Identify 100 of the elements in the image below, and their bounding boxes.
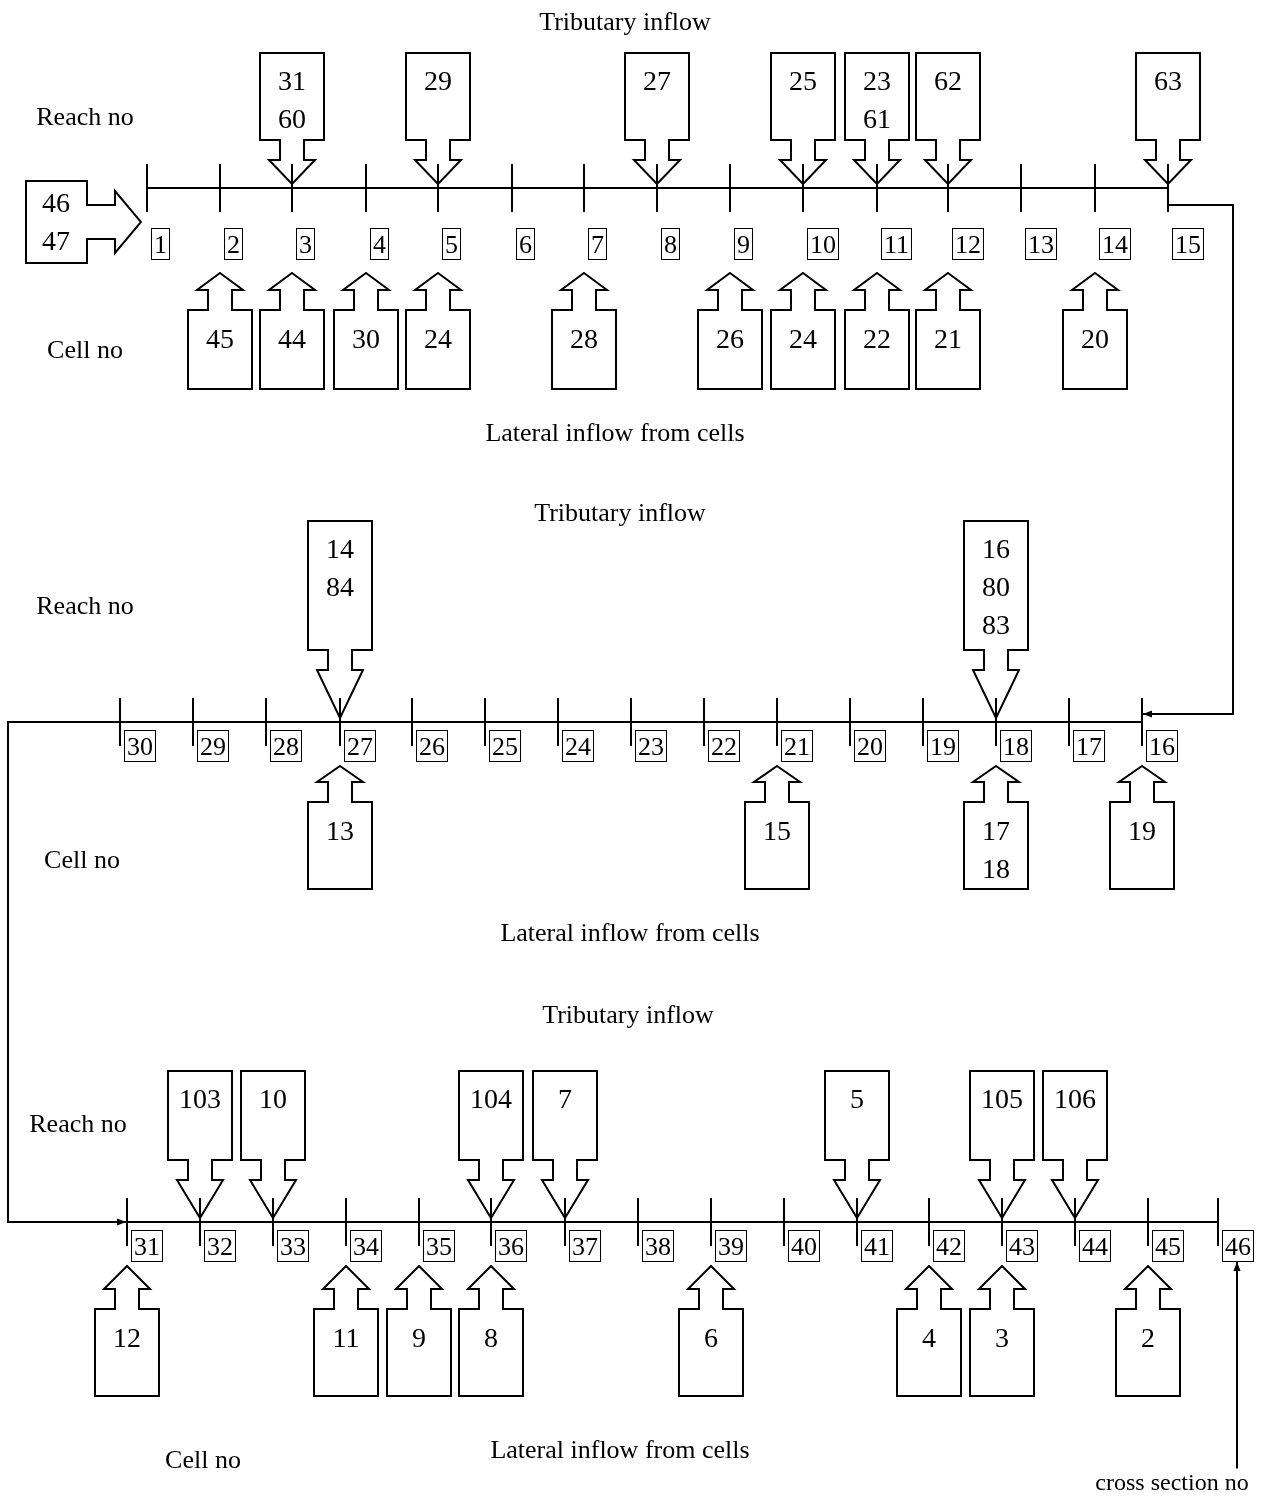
inflow-number: 24: [789, 322, 817, 356]
inflow-number: 44: [278, 322, 306, 356]
inflow-number: 4: [922, 1321, 936, 1355]
inflow-number: 23: [863, 64, 891, 98]
reach-line: [146, 163, 1169, 213]
inflow-callout: [844, 52, 910, 185]
cross-section-number: 23: [635, 730, 667, 762]
cross-section-number: 14: [1099, 228, 1131, 260]
cross-section-number: 1: [151, 228, 170, 260]
inflow-number: 46: [42, 186, 70, 220]
cross-section-number: 9: [734, 228, 753, 260]
cross-section-number: 44: [1079, 1230, 1111, 1262]
cross-section-number: 6: [516, 228, 535, 260]
cross-section-number: 13: [1025, 228, 1057, 260]
section-label: Reach no: [36, 102, 134, 132]
inflow-callout: [1042, 1070, 1108, 1219]
inflow-callout: [259, 52, 325, 185]
cross-section-number: 31: [131, 1230, 163, 1262]
inflow-number: 3: [995, 1321, 1009, 1355]
section-label: Cell no: [44, 845, 120, 875]
cross-section-number: 25: [489, 730, 521, 762]
section-label: Lateral inflow from cells: [490, 1435, 750, 1465]
inflow-callout: [333, 272, 399, 390]
cross-section-number: 45: [1152, 1230, 1184, 1262]
inflow-callout: [844, 272, 910, 390]
inflow-callout: [770, 52, 836, 185]
inflow-number: 13: [326, 814, 354, 848]
inflow-callout: [744, 765, 810, 890]
section-label: Lateral inflow from cells: [485, 418, 745, 448]
inflow-callout: [25, 180, 142, 264]
cross-section-number: 35: [423, 1230, 455, 1262]
inflow-callout: [1109, 765, 1175, 890]
cross-section-number: 42: [933, 1230, 965, 1262]
inflow-callout: [915, 272, 981, 390]
cross-section-number: 15: [1172, 228, 1204, 260]
section-label: Tributary inflow: [542, 1000, 714, 1030]
cross-section-number: 40: [788, 1230, 820, 1262]
inflow-number: 26: [716, 322, 744, 356]
inflow-callout: [896, 1265, 962, 1397]
inflow-number: 47: [42, 224, 70, 258]
inflow-callout: [824, 1070, 890, 1219]
inflow-number: 60: [278, 102, 306, 136]
inflow-callout: [678, 1265, 744, 1397]
cross-section-number: 21: [781, 730, 813, 762]
inflow-number: 103: [179, 1082, 221, 1116]
section-label: Tributary inflow: [539, 7, 711, 37]
inflow-callout: [405, 272, 471, 390]
cross-section-number: 10: [807, 228, 839, 260]
inflow-callout: [697, 272, 763, 390]
inflow-number: 6: [704, 1321, 718, 1355]
cross-section-number: 43: [1006, 1230, 1038, 1262]
inflow-callout: [313, 1265, 379, 1397]
inflow-number: 104: [470, 1082, 512, 1116]
cross-section-number: 30: [124, 730, 156, 762]
connector-arrow: [1233, 1261, 1241, 1470]
cross-section-number: 7: [588, 228, 607, 260]
cross-section-number: 38: [642, 1230, 674, 1262]
inflow-number: 20: [1081, 322, 1109, 356]
connector-arrow: [7, 721, 127, 1226]
inflow-number: 21: [934, 322, 962, 356]
inflow-callout: [969, 1070, 1035, 1219]
inflow-callout: [963, 520, 1029, 719]
cross-section-number: 5: [442, 228, 461, 260]
inflow-number: 29: [424, 64, 452, 98]
cross-section-number: 19: [927, 730, 959, 762]
inflow-callout: [307, 520, 373, 719]
inflow-number: 17: [982, 814, 1010, 848]
inflow-number: 45: [206, 322, 234, 356]
cross-section-number: 27: [344, 730, 376, 762]
inflow-callout: [240, 1070, 306, 1219]
inflow-callout: [458, 1265, 524, 1397]
inflow-number: 18: [982, 852, 1010, 886]
cross-section-number: 24: [562, 730, 594, 762]
cross-section-number: 8: [661, 228, 680, 260]
cross-section-number: 18: [1000, 730, 1032, 762]
inflow-callout: [187, 272, 253, 390]
inflow-callout: [405, 52, 471, 185]
section-label: Lateral inflow from cells: [500, 918, 760, 948]
inflow-callout: [458, 1070, 524, 1219]
inflow-number: 22: [863, 322, 891, 356]
cross-section-number: 3: [296, 228, 315, 260]
inflow-callout: [167, 1070, 233, 1219]
cross-section-number: 22: [708, 730, 740, 762]
section-label: Tributary inflow: [534, 498, 706, 528]
cross-section-number: 16: [1146, 730, 1178, 762]
inflow-callout: [1135, 52, 1201, 185]
inflow-number: 28: [570, 322, 598, 356]
connector-arrow: [1142, 204, 1234, 718]
inflow-number: 30: [352, 322, 380, 356]
inflow-number: 19: [1128, 814, 1156, 848]
inflow-callout: [1115, 1265, 1181, 1397]
section-label: Reach no: [36, 591, 134, 621]
inflow-number: 16: [982, 532, 1010, 566]
inflow-callout: [532, 1070, 598, 1219]
inflow-number: 31: [278, 64, 306, 98]
note-text: cross section no: [1095, 1468, 1249, 1496]
inflow-number: 15: [763, 814, 791, 848]
inflow-callout: [624, 52, 690, 185]
cross-section-number: 4: [370, 228, 389, 260]
cross-section-number: 17: [1073, 730, 1105, 762]
